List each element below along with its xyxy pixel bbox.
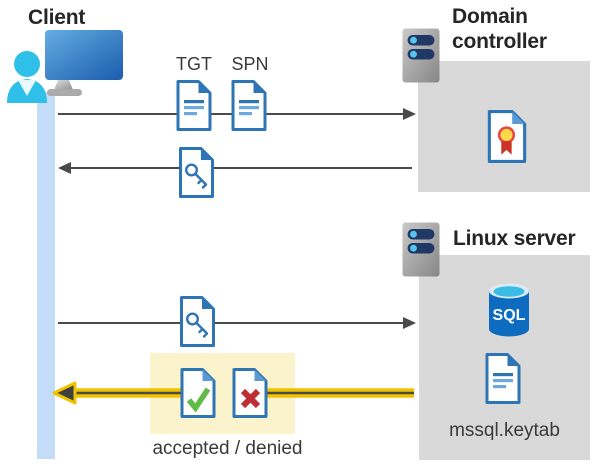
- certificate-icon: [487, 110, 527, 163]
- monitor-base: [47, 89, 82, 96]
- arrow-dc-to-client: [58, 162, 412, 174]
- arrow-client-to-linux: [58, 317, 416, 329]
- result-highlight-box: [150, 353, 295, 434]
- keytab-filename: mssql.keytab: [449, 420, 560, 441]
- accepted-document-icon: [180, 368, 216, 418]
- sql-database-icon: SQL: [489, 283, 529, 337]
- linux-server-icon: [402, 222, 440, 277]
- check-icon: [186, 387, 211, 413]
- result-label: accepted / denied: [152, 438, 303, 459]
- cross-icon: [240, 388, 261, 409]
- user-icon: [7, 51, 47, 103]
- monitor-icon: [45, 30, 123, 80]
- monitor-stand: [54, 80, 73, 90]
- domain-controller-label: Domain controller: [452, 5, 547, 53]
- dc-server-icon: [402, 28, 440, 83]
- keytab-document-icon: [485, 353, 521, 404]
- spn-label: SPN: [231, 54, 269, 74]
- client-user-monitor-icon: [7, 30, 123, 103]
- client-timeline-bar: [37, 92, 55, 459]
- denied-document-icon: [232, 368, 268, 418]
- key-ticket-icon: [180, 296, 215, 347]
- tgt-label: TGT: [176, 54, 212, 74]
- sql-badge-text: SQL: [493, 307, 526, 324]
- key-ticket-icon: [179, 147, 214, 198]
- key-glyph: [185, 312, 209, 338]
- spn-document-icon: [231, 80, 267, 131]
- client-label: Client: [28, 6, 86, 29]
- key-glyph: [184, 163, 208, 189]
- tgt-document-icon: [176, 80, 212, 131]
- linux-server-label: Linux server: [453, 227, 576, 250]
